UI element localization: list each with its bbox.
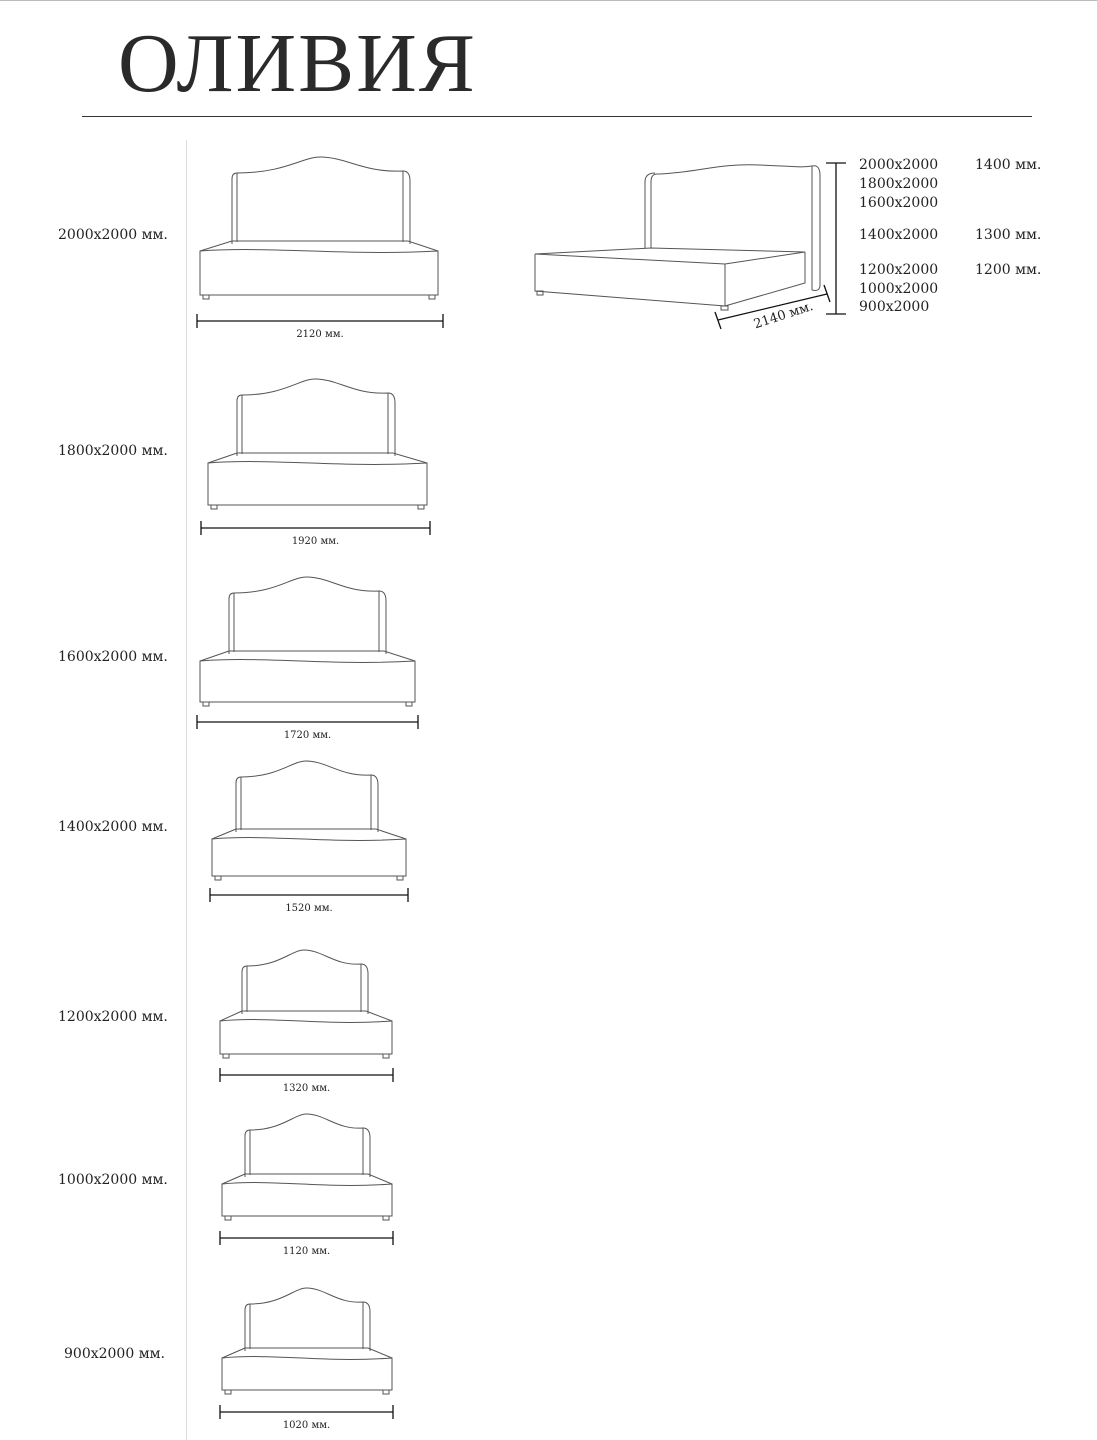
headboard-wing-left [231, 172, 238, 244]
bed-base [207, 461, 428, 506]
headboard-wing-left [228, 592, 235, 654]
title-rule [82, 116, 1032, 117]
mattress-platform-edge [221, 1347, 246, 1359]
headboard [236, 156, 404, 242]
mattress-platform [237, 452, 428, 464]
bed-size-label: 2000х2000 мм. [58, 227, 168, 243]
bed-foot-right [417, 504, 425, 510]
mattress-platform-edge [219, 1010, 243, 1022]
spec-height: 1400 мм. [975, 157, 1042, 173]
headboard-wing-right [362, 1301, 371, 1351]
perspective-base [534, 252, 806, 307]
mattress-platform-edge [221, 1173, 246, 1185]
spec-size: 900х2000 [859, 299, 930, 315]
mattress-platform-edge [207, 452, 238, 464]
width-dimension-label: 1020 мм. [282, 1420, 331, 1431]
perspective-foot [720, 305, 729, 311]
spec-size: 1200х2000 [859, 262, 939, 278]
headboard-wing-right [362, 1127, 371, 1177]
spec-height: 1200 мм. [975, 262, 1042, 278]
bed-foot-right [382, 1215, 390, 1221]
bed-size-label: 1600х2000 мм. [58, 649, 168, 665]
headboard [241, 378, 389, 454]
bed-base [221, 1356, 393, 1391]
width-dimension-label: 1720 мм. [283, 730, 332, 741]
headboard-wing-left [244, 1303, 251, 1351]
bed-foot-right [428, 294, 436, 300]
spec-size: 1000х2000 [859, 281, 939, 297]
bed-base [211, 837, 407, 877]
spec-size: 2000х2000 [859, 157, 939, 173]
bed-foot-left [214, 875, 222, 881]
bed-foot-right [382, 1053, 390, 1059]
headboard-wing-left [236, 394, 243, 456]
bed-size-label: 1200х2000 мм. [58, 1009, 168, 1025]
headboard-wing-left [241, 965, 248, 1014]
width-dimension-label: 1320 мм. [282, 1083, 331, 1094]
headboard-wing-right [402, 170, 411, 244]
spec-size: 1600х2000 [859, 195, 939, 211]
bed-base [199, 249, 439, 296]
dimension-tick [714, 311, 722, 330]
bed-size-label: 900х2000 мм. [64, 1346, 165, 1362]
mattress-platform [242, 1010, 393, 1022]
headboard-wing-left [244, 1129, 251, 1177]
column-divider [186, 140, 187, 1440]
perspective-wing-left [644, 172, 656, 248]
bed-size-label: 1000х2000 мм. [58, 1172, 168, 1188]
headboard-wing-right [370, 774, 379, 832]
mattress-platform-edge [199, 240, 233, 252]
spec-size: 1800х2000 [859, 176, 939, 192]
bed-foot-left [222, 1053, 230, 1059]
mattress-platform [232, 240, 439, 252]
headboard-wing-right [387, 392, 396, 456]
mattress-platform [236, 828, 407, 840]
mattress-platform [245, 1173, 393, 1185]
bed-foot-left [202, 701, 210, 707]
width-dimension-label: 1120 мм. [282, 1246, 331, 1257]
headboard [246, 949, 362, 1012]
bed-foot-right [396, 875, 404, 881]
width-dimension-label: 1520 мм. [285, 903, 333, 914]
bed-base [219, 1019, 393, 1055]
headboard-wing-left [235, 776, 242, 832]
bed-base [199, 659, 416, 703]
dimension-tick [823, 284, 831, 303]
headboard-wing-right [378, 590, 387, 654]
width-dimension-label: 1920 мм. [291, 536, 340, 547]
perspective-headboard [650, 164, 813, 290]
headboard-wing-right [360, 963, 369, 1014]
bed-size-label: 1800х2000 мм. [58, 443, 168, 459]
bed-foot-left [210, 504, 218, 510]
length-dimension-line [717, 293, 828, 321]
bed-foot-right [382, 1389, 390, 1395]
spec-height: 1300 мм. [975, 227, 1042, 243]
page-title: ОЛИВИЯ [118, 17, 477, 110]
bed-size-label: 1400х2000 мм. [58, 819, 168, 835]
mattress-platform-edge [199, 650, 230, 662]
perspective-platform [534, 247, 806, 265]
mattress-platform [229, 650, 416, 662]
mattress-platform [245, 1347, 393, 1359]
perspective-foot [536, 290, 544, 296]
headboard [233, 576, 380, 652]
bed-foot-left [224, 1215, 232, 1221]
headboard [249, 1287, 364, 1349]
top-border [0, 0, 1097, 1]
mattress-platform-edge [211, 828, 237, 840]
bed-base [221, 1182, 393, 1217]
width-dimension-label: 2120 мм. [296, 329, 344, 340]
perspective-wing-right [811, 165, 821, 291]
bed-foot-left [224, 1389, 232, 1395]
bed-foot-right [405, 701, 413, 707]
headboard [249, 1113, 364, 1175]
headboard [240, 760, 372, 830]
bed-foot-left [202, 294, 210, 300]
spec-size: 1400х2000 [859, 227, 939, 243]
